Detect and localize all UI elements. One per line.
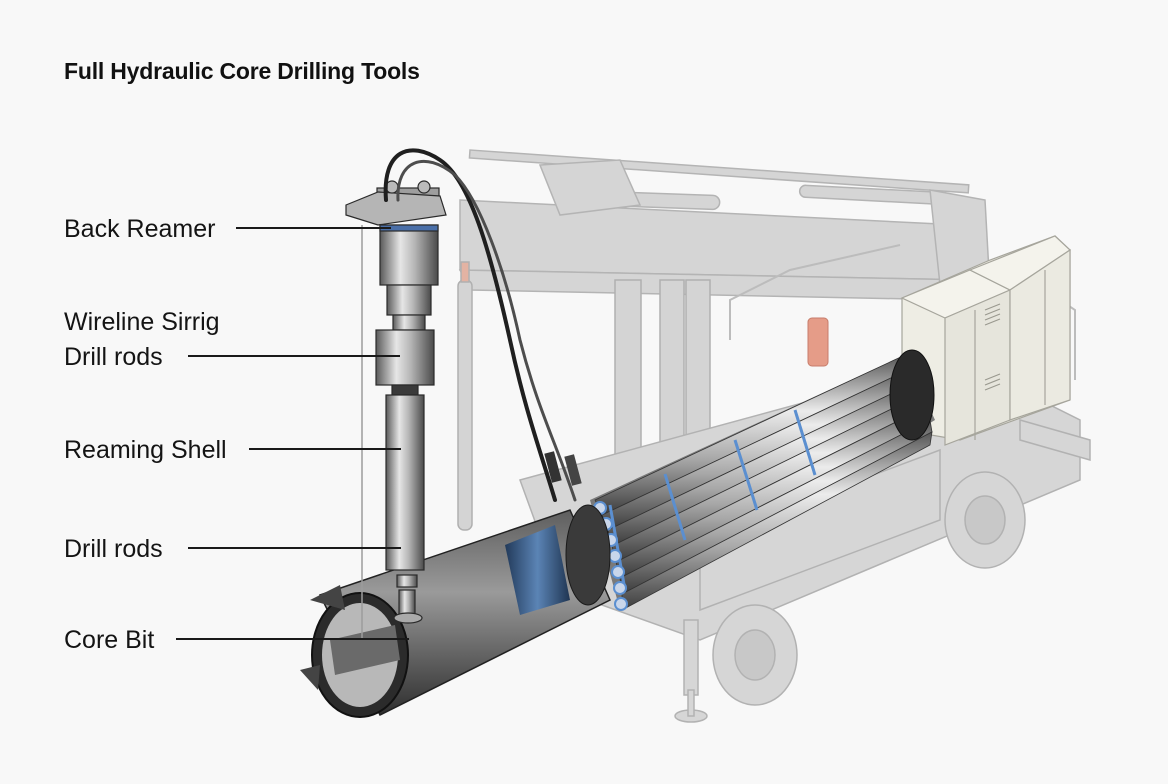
control-cabinets bbox=[900, 235, 1071, 446]
leader-back-reamer bbox=[236, 227, 391, 229]
leader-drill-rods-lower bbox=[188, 547, 401, 549]
label-core-bit: Core Bit bbox=[64, 626, 155, 654]
drill-rod-bundle bbox=[590, 349, 935, 611]
label-back-reamer: Back Reamer bbox=[64, 215, 216, 243]
leader-core-bit bbox=[176, 638, 409, 640]
leader-reaming-shell bbox=[249, 448, 401, 450]
label-reaming-shell: Reaming Shell bbox=[64, 436, 227, 464]
rig-boom bbox=[458, 149, 991, 301]
core-barrel bbox=[300, 504, 611, 718]
diagram-title: Full Hydraulic Core Drilling Tools bbox=[64, 58, 420, 84]
label-drill-rods-lower: Drill rods bbox=[64, 535, 163, 563]
hydraulic-filter bbox=[807, 317, 829, 367]
label-wireline-sirrig: Wireline Sirrig bbox=[64, 308, 220, 336]
hydraulic-hoses bbox=[383, 148, 582, 502]
leader-drill-rods-upper bbox=[188, 355, 400, 357]
label-drill-rods-upper: Drill rods bbox=[64, 343, 163, 371]
vertical-drill-string bbox=[345, 180, 447, 624]
